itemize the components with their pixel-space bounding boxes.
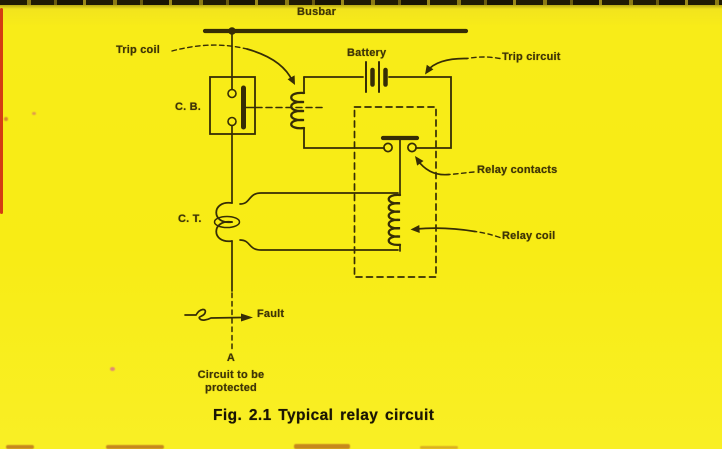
fault-arrow-squiggle [184,308,242,321]
trip-loop-bottom-left [303,127,385,149]
cb-top-contact [227,88,237,99]
cut-off-text-line-top [0,0,722,5]
relay-coil-leader-dashed [474,230,501,239]
top-strip-shadow [0,5,722,9]
trip-circuit-leader-dashed [466,56,501,60]
battery-symbol [365,61,388,93]
trip-loop-right [388,76,452,149]
cut-off-text-remnant [294,444,350,449]
protected-circuit-label-line2: protected [205,382,257,394]
scan-speck [4,117,8,121]
relay-contact-left [383,142,393,153]
relay-coil-leader-arrow [415,227,476,233]
relay-contacts-leader-arrow [416,159,450,176]
cb-bottom-contact [227,116,237,127]
relay-coil-label: Relay coil [502,230,556,242]
cut-off-text-remnant [106,444,164,449]
red-margin-mark [0,8,3,214]
circuit-breaker-label: C. B. [175,101,202,113]
trip-coil-arrowhead [287,75,295,85]
fault-label: Fault [257,308,285,320]
trip-coil-label: Trip coil [116,44,160,56]
relay-contacts-leader-dashed [448,171,475,176]
scan-speck [32,112,36,115]
relay-contacts-label: Relay contacts [477,164,558,176]
relay-coil-arrowhead [410,225,420,233]
relay-contacts-arrowhead [415,156,424,166]
ct-wire-bottom [239,239,399,251]
ct-wire-top [239,192,399,205]
current-transformer-symbol [213,202,241,242]
fault-point-label: A [226,352,236,364]
cut-off-text-remnant [6,445,34,449]
figure-caption: Fig. 2.1 Typical relay circuit [213,407,435,424]
current-transformer-label: C. T. [178,213,202,225]
trip-circuit-arrowhead [425,64,434,75]
relay-contact-right [407,142,417,153]
protected-circuit-label-line1: Circuit to be [197,369,265,381]
relay-boundary-dashed-box [353,106,437,278]
trip-coil-symbol [290,91,306,130]
cut-off-text-remnant [420,446,458,449]
trip-coil-leader-dashed [171,44,248,52]
fault-arrowhead [241,313,253,322]
relay-coil-symbol [387,193,402,246]
trip-circuit-label: Trip circuit [502,51,561,63]
busbar-label: Busbar [297,6,337,18]
trip-circuit-leader-arrow [426,57,468,72]
battery-label: Battery [347,47,387,59]
scan-speck [110,367,115,371]
